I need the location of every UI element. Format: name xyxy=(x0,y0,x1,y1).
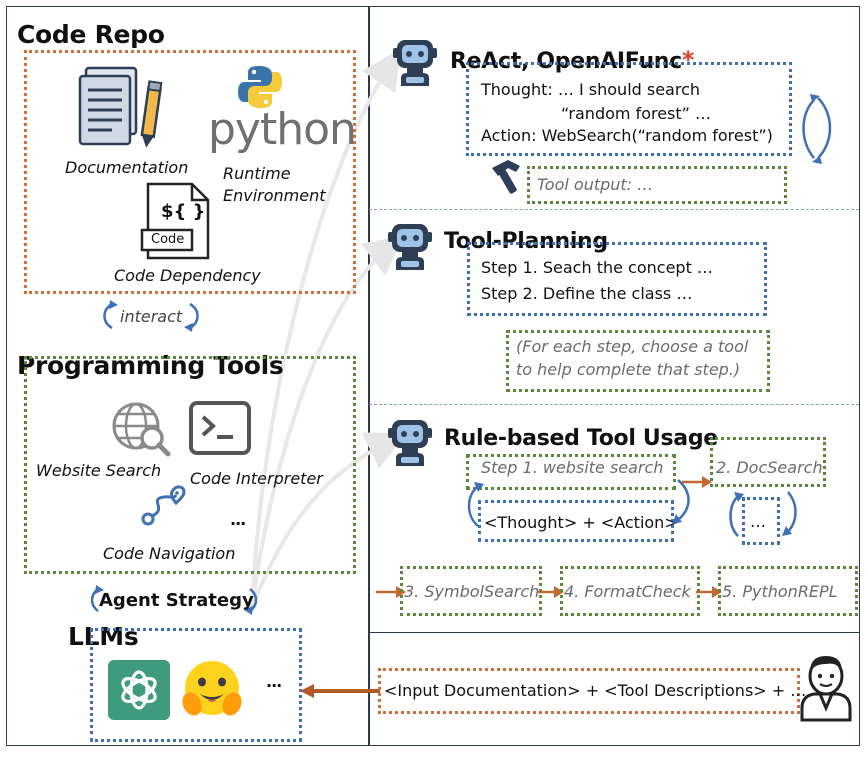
docsearch-box xyxy=(710,437,826,487)
documentation-icon xyxy=(78,66,163,148)
tool-output-label: Tool output: … xyxy=(537,175,654,194)
robot-icon-react xyxy=(393,40,437,86)
llms-title: LLMs xyxy=(68,622,139,651)
react-thought-box xyxy=(466,62,792,156)
react-title: ReAct, OpenAIFunc* xyxy=(450,46,694,74)
input-box xyxy=(378,668,800,714)
react-asterisk: * xyxy=(681,46,695,74)
website-search-icon xyxy=(112,402,171,457)
react-action-line: Action: WebSearch(“random forest”) xyxy=(481,126,773,145)
input-label: <Input Documentation> + <Tool Descriptio… xyxy=(384,681,807,700)
user-avatar-icon xyxy=(800,656,852,722)
left-panel xyxy=(6,6,370,746)
step1-search-box xyxy=(466,454,676,490)
planning-step2: Step 2. Define the class … xyxy=(481,284,693,303)
programming-tools-title: Programming Tools xyxy=(17,351,284,380)
hammer-icon xyxy=(492,160,520,194)
react-thought-line1: Thought: … I should search xyxy=(481,80,701,99)
planning-step1: Step 1. Seach the concept … xyxy=(481,258,713,277)
formatcheck-label: 4. FormatCheck xyxy=(564,582,691,601)
react-loop-icon xyxy=(802,94,832,164)
thought-action-label: <Thought> + <Action> xyxy=(484,513,678,532)
rule-based-title: Rule-based Tool Usage xyxy=(444,426,718,451)
code-tag-label: Code xyxy=(151,232,185,247)
symbolsearch-label: 3. SymbolSearch xyxy=(404,582,540,601)
step1-search-label: Step 1. website search xyxy=(481,458,664,477)
route-navigation-icon xyxy=(141,485,186,526)
tool-planning-title: Tool-Planning xyxy=(444,229,608,254)
code-navigation-label: Code Navigation xyxy=(103,544,236,563)
docsearch-ellipsis: … xyxy=(750,512,766,531)
divider-3 xyxy=(369,632,859,633)
docsearch-loop-arrows xyxy=(729,491,797,537)
code-file-icon xyxy=(140,182,210,260)
robot-icon-rule-based xyxy=(388,420,432,466)
interact-cycle-icon xyxy=(103,300,199,332)
chain-arrow-3 xyxy=(696,586,722,598)
docsearch-inner-box xyxy=(742,497,780,545)
to-docsearch-arrow xyxy=(682,476,712,488)
pythonrepl-label: 5. PythonREPL xyxy=(722,582,838,601)
llms-box xyxy=(90,628,302,742)
runtime-label-1: Runtime xyxy=(223,164,291,183)
robot-icon-planning xyxy=(388,224,432,270)
planning-note-line2: to help complete that step.) xyxy=(516,360,741,379)
llms-ellipsis: ... xyxy=(266,672,282,691)
openai-logo-icon xyxy=(108,660,170,720)
runtime-label-2: Environment xyxy=(223,186,326,205)
terminal-icon xyxy=(189,401,251,455)
website-search-label: Website Search xyxy=(36,461,162,480)
code-repo-title: Code Repo xyxy=(17,20,165,49)
react-thought-line2: “random forest” … xyxy=(561,104,712,123)
documentation-label: Documentation xyxy=(65,158,189,177)
tools-ellipsis: ... xyxy=(230,510,246,529)
interact-label: interact xyxy=(120,307,183,326)
input-to-llm-arrow xyxy=(300,684,380,698)
python-logo-icon xyxy=(238,66,282,108)
code-interpreter-label: Code Interpreter xyxy=(190,469,323,488)
react-title-text: ReAct, OpenAIFunc xyxy=(450,49,682,74)
programming-tools-box xyxy=(24,356,356,574)
python-wordmark: python xyxy=(208,104,357,155)
thought-action-box xyxy=(478,500,674,542)
chain-arrow-2 xyxy=(538,586,564,598)
right-panel xyxy=(368,6,860,746)
code-dependency-label: Code Dependency xyxy=(114,266,261,285)
step1-loop-arrows xyxy=(467,479,690,527)
agent-strategy-cycle-icon xyxy=(90,585,258,615)
agent-strategy-label: Agent Strategy xyxy=(99,590,254,611)
divider-2 xyxy=(369,404,859,405)
pythonrepl-box xyxy=(718,566,858,616)
tool-planning-note-box xyxy=(506,330,770,392)
code-symbol: ${ } xyxy=(161,201,206,222)
tool-planning-steps-box xyxy=(467,242,767,316)
code-repo-box xyxy=(24,50,356,294)
docsearch-label: 2. DocSearch xyxy=(716,458,823,477)
tool-output-box xyxy=(527,166,787,204)
planning-note-line1: (For each step, choose a tool xyxy=(516,337,749,356)
divider-1 xyxy=(369,209,859,210)
huggingface-logo-icon xyxy=(182,661,242,716)
